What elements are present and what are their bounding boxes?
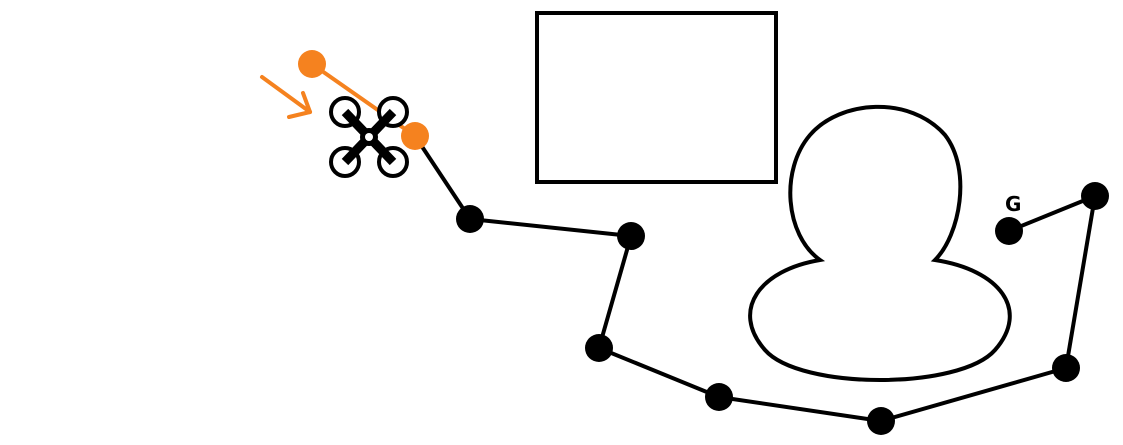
waypoint bbox=[1081, 182, 1109, 210]
path-segment bbox=[880, 366, 1067, 423]
path-segment bbox=[597, 235, 633, 349]
waypoint bbox=[617, 222, 645, 250]
path-segment bbox=[1064, 195, 1097, 369]
goal-label: G bbox=[1005, 192, 1021, 216]
path-segment bbox=[598, 346, 720, 399]
waypoint bbox=[1052, 354, 1080, 382]
goal-waypoint bbox=[995, 217, 1023, 245]
orange-arrow-icon bbox=[260, 75, 312, 119]
path-segment bbox=[413, 134, 472, 221]
path-segments bbox=[413, 134, 1097, 423]
path-segment bbox=[1008, 194, 1096, 233]
path-segment bbox=[718, 395, 882, 423]
highlighted-waypoint bbox=[298, 50, 326, 78]
waypoint bbox=[585, 334, 613, 362]
rectangle-obstacle bbox=[535, 11, 778, 184]
waypoint bbox=[867, 407, 895, 435]
highlighted-waypoint bbox=[401, 122, 429, 150]
waypoint bbox=[705, 383, 733, 411]
person-obstacle bbox=[748, 104, 1012, 382]
quadcopter-drone-icon bbox=[329, 96, 409, 178]
waypoints bbox=[456, 182, 1109, 435]
path-segment bbox=[469, 217, 632, 238]
waypoint bbox=[456, 205, 484, 233]
